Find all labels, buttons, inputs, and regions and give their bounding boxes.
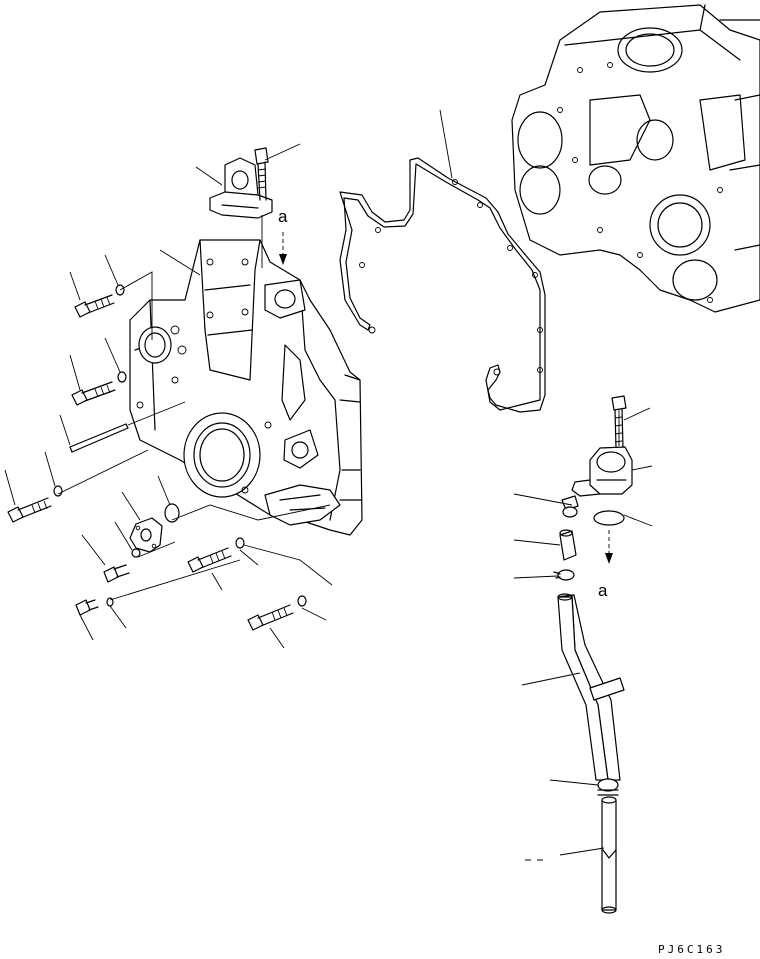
washer-6 (297, 595, 307, 607)
dowel-pin (69, 423, 129, 453)
bolt-5 (187, 547, 232, 573)
bolt-4 (103, 564, 130, 583)
front-cover (129, 239, 363, 536)
washer-4 (131, 548, 141, 558)
drawing-code: PJ6C163 (658, 943, 725, 956)
hose-clamp-lower (597, 778, 619, 796)
plug (75, 599, 99, 616)
reference-arrow-a-cover (279, 232, 287, 265)
front-cover-gasket (339, 157, 546, 413)
bracket-bolt (254, 147, 269, 201)
lifting-bracket (209, 157, 273, 219)
o-ring-right (593, 510, 625, 526)
hose-clamp-top (561, 495, 579, 518)
washer-2 (117, 371, 127, 383)
engine-block (511, 4, 760, 313)
hose-short (559, 529, 577, 561)
reference-arrow-a-tube (605, 530, 613, 564)
bolt-1 (74, 294, 115, 318)
cover-plate (129, 517, 163, 553)
tube-connector (571, 446, 633, 497)
bolt-3 (7, 497, 52, 523)
o-ring-left (164, 503, 180, 523)
water-tube (557, 593, 625, 781)
bolt-2 (71, 381, 116, 406)
hose-clamp-mid (553, 569, 575, 581)
washer-5 (235, 537, 245, 549)
leader-lines (4, 109, 653, 856)
washer-3 (53, 485, 63, 497)
reference-label-a-bottom: a (598, 581, 608, 600)
tube-bolt (611, 395, 627, 449)
bolt-6 (247, 604, 294, 631)
hose-long (601, 796, 617, 914)
reference-label-a-top: a (278, 207, 288, 226)
